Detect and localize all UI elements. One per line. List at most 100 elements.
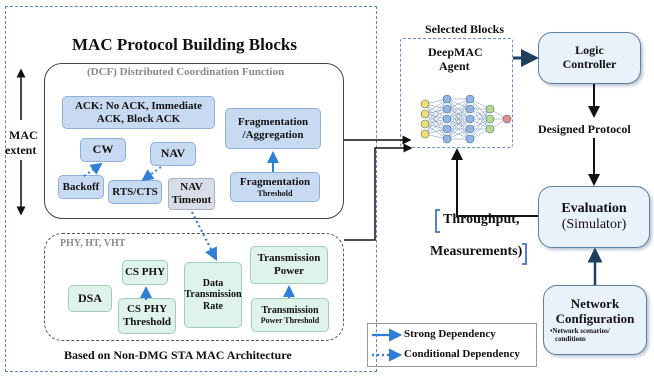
architecture-footer: Based on Non-DMG STA MAC Architecture: [64, 348, 292, 362]
tx-power-thresh-label-2: Power Threshold: [260, 316, 320, 326]
mac-extent-label-2: extent: [5, 143, 37, 157]
data-rate-label-2: Transmission: [184, 289, 242, 301]
nn-node: [442, 104, 452, 114]
nn-node: [420, 99, 430, 109]
frag-thresh-label-1: Fragmentation: [239, 176, 311, 189]
phy-to-agent-arrow: [344, 143, 413, 241]
right-bracket: [522, 243, 527, 265]
nn-edge: [446, 98, 471, 120]
tx-power-thresh-label-1: Transmission: [261, 304, 319, 316]
tx-power-label-1: Transmission: [257, 252, 321, 265]
frag-agg-label-1: Fragmentation: [237, 115, 309, 128]
nn-node: [465, 124, 475, 134]
dsa-block: DSA: [68, 285, 112, 312]
nn-node: [442, 124, 452, 134]
nn-edge: [424, 98, 448, 115]
nn-edge: [424, 118, 448, 135]
nav-timeout-label-2: Timeout: [171, 194, 212, 206]
nn-edge: [469, 108, 491, 130]
cw-block: CW: [80, 138, 126, 162]
ack-block: ACK: No ACK, Immediate ACK, Block ACK: [62, 96, 215, 129]
network-label-2: Configuration: [555, 310, 635, 326]
network-bullet-2: conditions: [555, 334, 586, 343]
phy-container: [44, 233, 344, 341]
nav-timeout-to-rate-arrow: [191, 211, 218, 261]
nn-node: [420, 109, 430, 119]
fragmentation-threshold-block: Fragmentation Threshold: [230, 172, 320, 202]
nav-label: NAV: [160, 146, 186, 161]
cs-phy-thresh-label-2: Threshold: [122, 316, 172, 328]
nn-node: [485, 104, 495, 114]
data-rate-label-3: Rate: [203, 300, 223, 312]
logic-controller-box: Logic Controller: [538, 32, 641, 84]
deepmac-agent-panel: [400, 38, 513, 148]
evaluation-to-agent-arrow: [451, 148, 538, 217]
nav-timeout-label-1: NAV: [180, 181, 203, 194]
tx-power-block: Transmission Power: [250, 246, 328, 284]
nav-to-rts-arrow: [141, 166, 162, 182]
nn-node: [485, 124, 495, 134]
network-label-1: Network: [570, 296, 620, 312]
data-rate-label-1: Data: [202, 277, 224, 289]
nav-timeout-block: NAV Timeout: [168, 178, 215, 210]
cs-phy-label: CS PHY: [124, 266, 166, 279]
nn-edge: [446, 118, 471, 140]
nn-node: [442, 134, 452, 144]
tx-power-label-2: Power: [274, 265, 304, 277]
cs-phy-threshold-block: CS PHY Threshold: [118, 298, 176, 334]
legend-strong-label: Strong Dependency: [404, 328, 496, 340]
mac-blocks-panel: [5, 6, 377, 372]
tx-power-threshold-block: Transmission Power Threshold: [251, 298, 329, 332]
cs-phy-block: CS PHY: [122, 260, 168, 285]
cs-phy-thresh-label-1: CS PHY: [126, 303, 168, 316]
simulator-label: (Simulator): [561, 217, 627, 232]
nn-node: [502, 114, 512, 124]
nn-node: [465, 134, 475, 144]
backoff-block: Backoff: [58, 175, 104, 199]
dcf-container: [44, 63, 344, 219]
nn-node: [420, 129, 430, 139]
nn-edge: [469, 108, 491, 140]
cw-label: CW: [92, 142, 114, 157]
nn-edge: [446, 108, 471, 140]
mac-title: MAC Protocol Building Blocks: [72, 35, 297, 54]
logic-label-1: Logic: [575, 43, 604, 58]
nn-edge: [446, 98, 471, 130]
nn-edge: [446, 98, 471, 140]
evaluation-label: Evaluation: [561, 200, 627, 216]
logic-label-2: Controller: [562, 57, 617, 71]
data-rate-block: Data Transmission Rate: [184, 262, 242, 328]
backoff-to-cw-arrow: [83, 162, 103, 177]
rts-cts-label: RTS/CTS: [112, 185, 158, 198]
nn-node: [465, 114, 475, 124]
left-bracket: [435, 209, 440, 233]
nn-edge: [469, 118, 491, 140]
dsa-label: DSA: [77, 290, 102, 305]
network-configuration-box: Network Configuration •Network scenarios…: [543, 285, 647, 355]
selected-blocks-label: Selected Blocks: [425, 22, 504, 36]
nn-node: [465, 94, 475, 104]
neural-network-icon: [420, 94, 512, 144]
nn-edge: [424, 98, 448, 125]
nn-edge: [424, 98, 448, 135]
nn-node: [465, 104, 475, 114]
ack-label-2: ACK, Block ACK: [96, 112, 181, 125]
frag-agg-label-2: /Aggregation: [242, 128, 304, 141]
nn-node: [442, 94, 452, 104]
ack-label-1: ACK: No ACK, Immediate: [74, 99, 203, 112]
phy-label: PHY, HT, VHT: [60, 238, 126, 249]
dcf-label: (DCF) Distributed Coordination Function: [87, 66, 285, 78]
nn-edge: [424, 108, 448, 135]
designed-protocol-label: Designed Protocol: [538, 122, 631, 136]
mac-extent-label-1: MAC: [9, 128, 38, 142]
nn-node: [442, 114, 452, 124]
nav-block: NAV: [150, 142, 196, 166]
legend-conditional-label: Conditional Dependency: [404, 348, 520, 360]
measurements-label: Measurements): [430, 244, 523, 259]
network-bullet-1: •Network scenarios/: [550, 326, 610, 335]
deepmac-label-2: Agent: [439, 59, 470, 73]
fragmentation-aggregation-block: Fragmentation /Aggregation: [225, 108, 321, 149]
nn-node: [420, 119, 430, 129]
